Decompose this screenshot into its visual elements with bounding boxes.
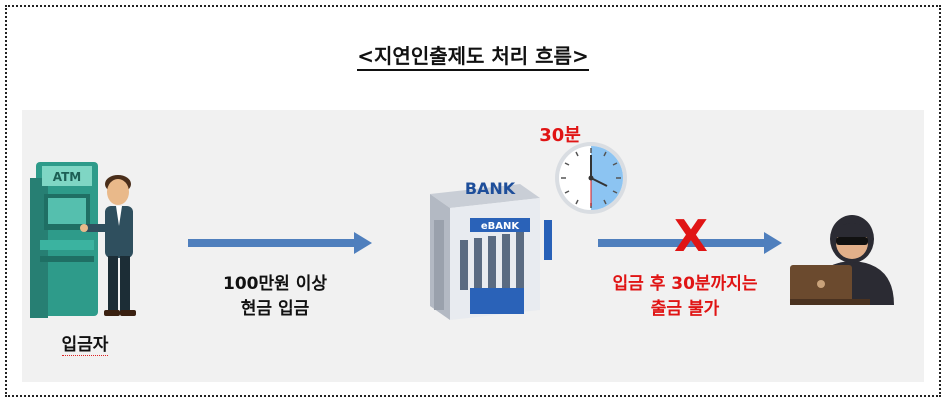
deposit-condition-line1: 100만원 이상: [223, 274, 327, 294]
restriction-line2: 출금 불가: [650, 299, 720, 319]
deposit-condition-line2: 현금 입금: [240, 299, 310, 319]
bank-building-icon: BANK eBANK: [430, 179, 552, 320]
fraudster-with-laptop-icon: [790, 215, 894, 305]
depositor-person-icon: [80, 175, 136, 316]
clock-icon: [555, 142, 627, 214]
dotted-frame: [5, 5, 941, 397]
timer-label: 30분: [539, 125, 581, 146]
blocked-x-mark: X: [674, 211, 708, 262]
diagram-title: <지연인출제도 처리 흐름>: [0, 40, 946, 71]
blocked-withdrawal-arrow: [598, 232, 782, 254]
atm-sign-text: ATM: [53, 170, 81, 184]
deposit-arrow: [188, 232, 372, 254]
atm-machine-icon: ATM: [30, 162, 98, 318]
bank-sign-text: BANK: [465, 179, 516, 198]
restriction-line1: 입금 후 30분까지는: [612, 274, 758, 294]
depositor-label: 입금자: [61, 335, 109, 356]
ebank-sign-text: eBANK: [481, 221, 521, 232]
diagram-title-text: <지연인출제도 처리 흐름>: [357, 44, 589, 71]
